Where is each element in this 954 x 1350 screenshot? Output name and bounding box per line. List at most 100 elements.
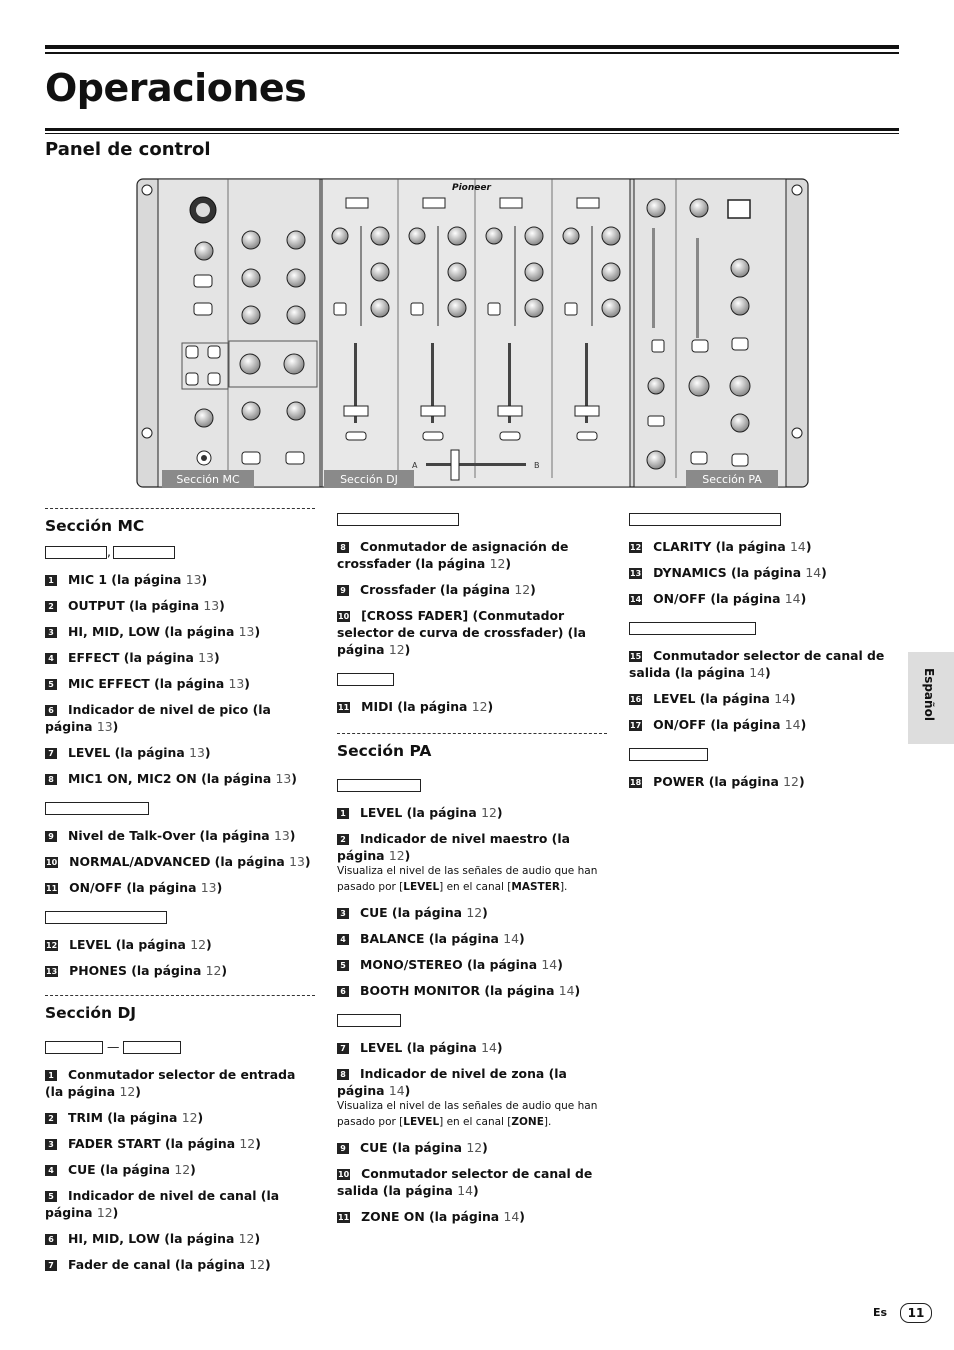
callout-number: 7 [45,1260,57,1271]
item-label: Conmutador selector de canal de salida (… [629,648,885,680]
callout-number: 4 [45,653,57,664]
item-label: [CROSS FADER] (Conmutador selector de cu… [337,608,586,657]
callout-number: 11 [337,702,351,713]
page-ref: 12 [96,1205,113,1220]
callout-number: 5 [337,960,349,971]
page-ref: 12 [239,1136,256,1151]
page-ref: 14 [388,1083,405,1098]
item-end: ) [574,983,581,998]
item-end: ) [404,848,411,863]
callout-number: 15 [629,651,643,662]
item-end: ) [112,719,119,734]
item-end: ) [805,539,812,554]
callout-number: 12 [629,542,643,553]
page-ref: 13 [96,719,113,734]
item-label: Nivel de Talk-Over (la página [68,828,274,843]
page-ref: 12 [466,905,483,920]
box-row [45,801,315,815]
page-ref: 13 [200,880,217,895]
item-note: Visualiza el nivel de las señales de aud… [337,865,598,893]
callout-number: 10 [337,611,351,622]
item-end: ) [800,717,807,732]
item-label: ON/OFF (la página [653,717,785,732]
header-rule-thin [45,52,899,54]
box-row [629,512,899,526]
page-ref: 13 [289,854,305,869]
box-row [629,747,899,761]
item-label: MIC 1 (la página [68,572,186,587]
callout-number: 9 [337,585,349,596]
callout-number: 2 [45,1113,57,1124]
item-label: OUTPUT (la página [68,598,204,613]
item-label: HI, MID, LOW (la página [68,624,239,639]
box-row: — [45,1040,315,1054]
item-label: MIC1 ON, MIC2 ON (la página [68,771,276,786]
item-label: Indicador de nivel de zona (la página [337,1066,567,1098]
page-ref: 12 [190,937,206,952]
item-end: ) [291,771,297,786]
box-row [337,1013,607,1027]
item-end: ) [205,937,212,952]
item-label: Conmutador selector de entrada (la págin… [45,1067,296,1099]
list-item: 10[CROSS FADER] (Conmutador selector de … [337,607,607,658]
callout-number: 10 [337,1169,351,1180]
page-ref: 12 [471,699,488,714]
item-end: ) [221,963,228,978]
item-end: ) [798,774,805,789]
item-note: Visualiza el nivel de las señales de aud… [337,1100,598,1128]
item-end: ) [244,676,250,691]
callout-number: 3 [45,1139,57,1150]
page-ref: 13 [238,624,255,639]
pa-section-controls [646,198,751,470]
callout-number: 9 [45,831,57,842]
item-end: ) [254,1231,261,1246]
page-ref: 13 [273,828,290,843]
item-label: Conmutador selector de canal de salida (… [337,1166,593,1198]
page-ref: 12 [388,642,405,657]
crossfader-a-label: A [412,461,418,470]
page-ref: 13 [198,650,214,665]
callout-number: 11 [45,883,59,894]
callout-number: 2 [45,601,57,612]
item-end: ) [487,699,494,714]
item-end: ) [219,598,225,613]
item-label: LEVEL (la página [653,691,775,706]
page-ref: 12 [181,1110,198,1125]
page-ref: 12 [514,582,531,597]
control-panel-diagram: A B Pioneer Sección MC Sección DJ Secció… [136,178,809,488]
title-rule-thin [45,133,899,134]
item-end: ) [404,1083,411,1098]
callout-number: 1 [337,808,349,819]
page-ref: 13 [189,745,205,760]
item-label: NORMAL/ADVANCED (la página [69,854,290,869]
brand-logo: Pioneer [452,183,491,193]
item-label: Indicador de nivel maestro (la página [337,831,570,863]
page-ref: 14 [790,539,806,554]
callout-number: 8 [45,774,57,785]
callout-number: 9 [337,1143,349,1154]
item-label: ZONE ON (la página [361,1209,504,1224]
page-ref: 14 [541,957,558,972]
